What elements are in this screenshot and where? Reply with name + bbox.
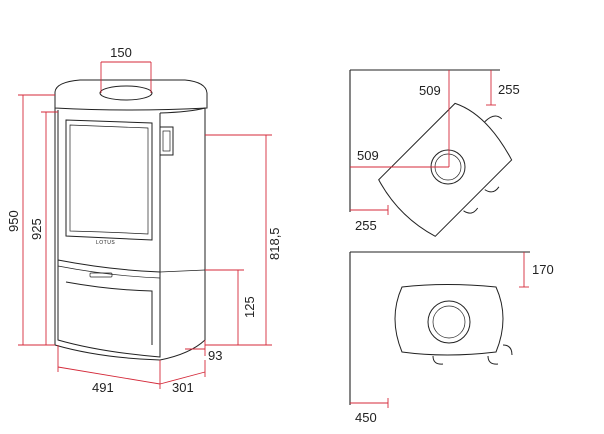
wall-stove-plan [394, 284, 504, 356]
corner-stove-plan [378, 102, 513, 237]
wall-flue-inner [432, 305, 466, 339]
dim-corner-back: 509 [419, 83, 441, 98]
stove-front-panel [57, 110, 161, 358]
door-handle [159, 126, 174, 156]
door-handle-inner [162, 130, 171, 152]
dim-line-depth [159, 371, 206, 385]
lower-door [65, 281, 153, 345]
dim-depth: 301 [172, 380, 194, 395]
dim-depth-offset: 93 [208, 348, 222, 363]
flue-outlet [99, 85, 153, 101]
front-view-dimensions: 150 950 925 818,5 125 93 491 301 [6, 45, 282, 395]
stove-side-panel [159, 107, 206, 361]
door-glass [69, 124, 149, 235]
dim-air-inlet-height: 125 [242, 296, 257, 318]
dim-corner-255-top: 255 [498, 82, 520, 97]
front-view-stove: LOTUS [54, 79, 208, 361]
drawer-top-line-2 [57, 265, 161, 279]
dim-corner-255-left: 255 [355, 218, 377, 233]
dim-total-height: 950 [6, 210, 21, 232]
dim-width: 491 [92, 380, 114, 395]
dim-height-925: 925 [29, 218, 44, 240]
corner-flue-inner [434, 153, 462, 181]
dim-line-width [57, 366, 161, 385]
corner-flue-outer [430, 149, 466, 185]
door-frame [65, 119, 153, 241]
brand-label: LOTUS [96, 240, 115, 246]
stove-top-cap [54, 79, 208, 111]
drawer-top-line [57, 259, 161, 273]
side-seam [159, 269, 206, 273]
dim-corner-side: 509 [357, 148, 379, 163]
corner-view: 509 509 255 255 [349, 69, 520, 237]
wall-flue-outer [427, 300, 471, 344]
drawer-handle [89, 272, 113, 278]
wall-view: 170 450 [349, 251, 554, 425]
dim-wall-rear: 170 [532, 262, 554, 277]
dim-wall-side: 450 [355, 410, 377, 425]
dim-flue-height-rear: 818,5 [267, 227, 282, 260]
dim-flue-diameter: 150 [110, 45, 132, 60]
